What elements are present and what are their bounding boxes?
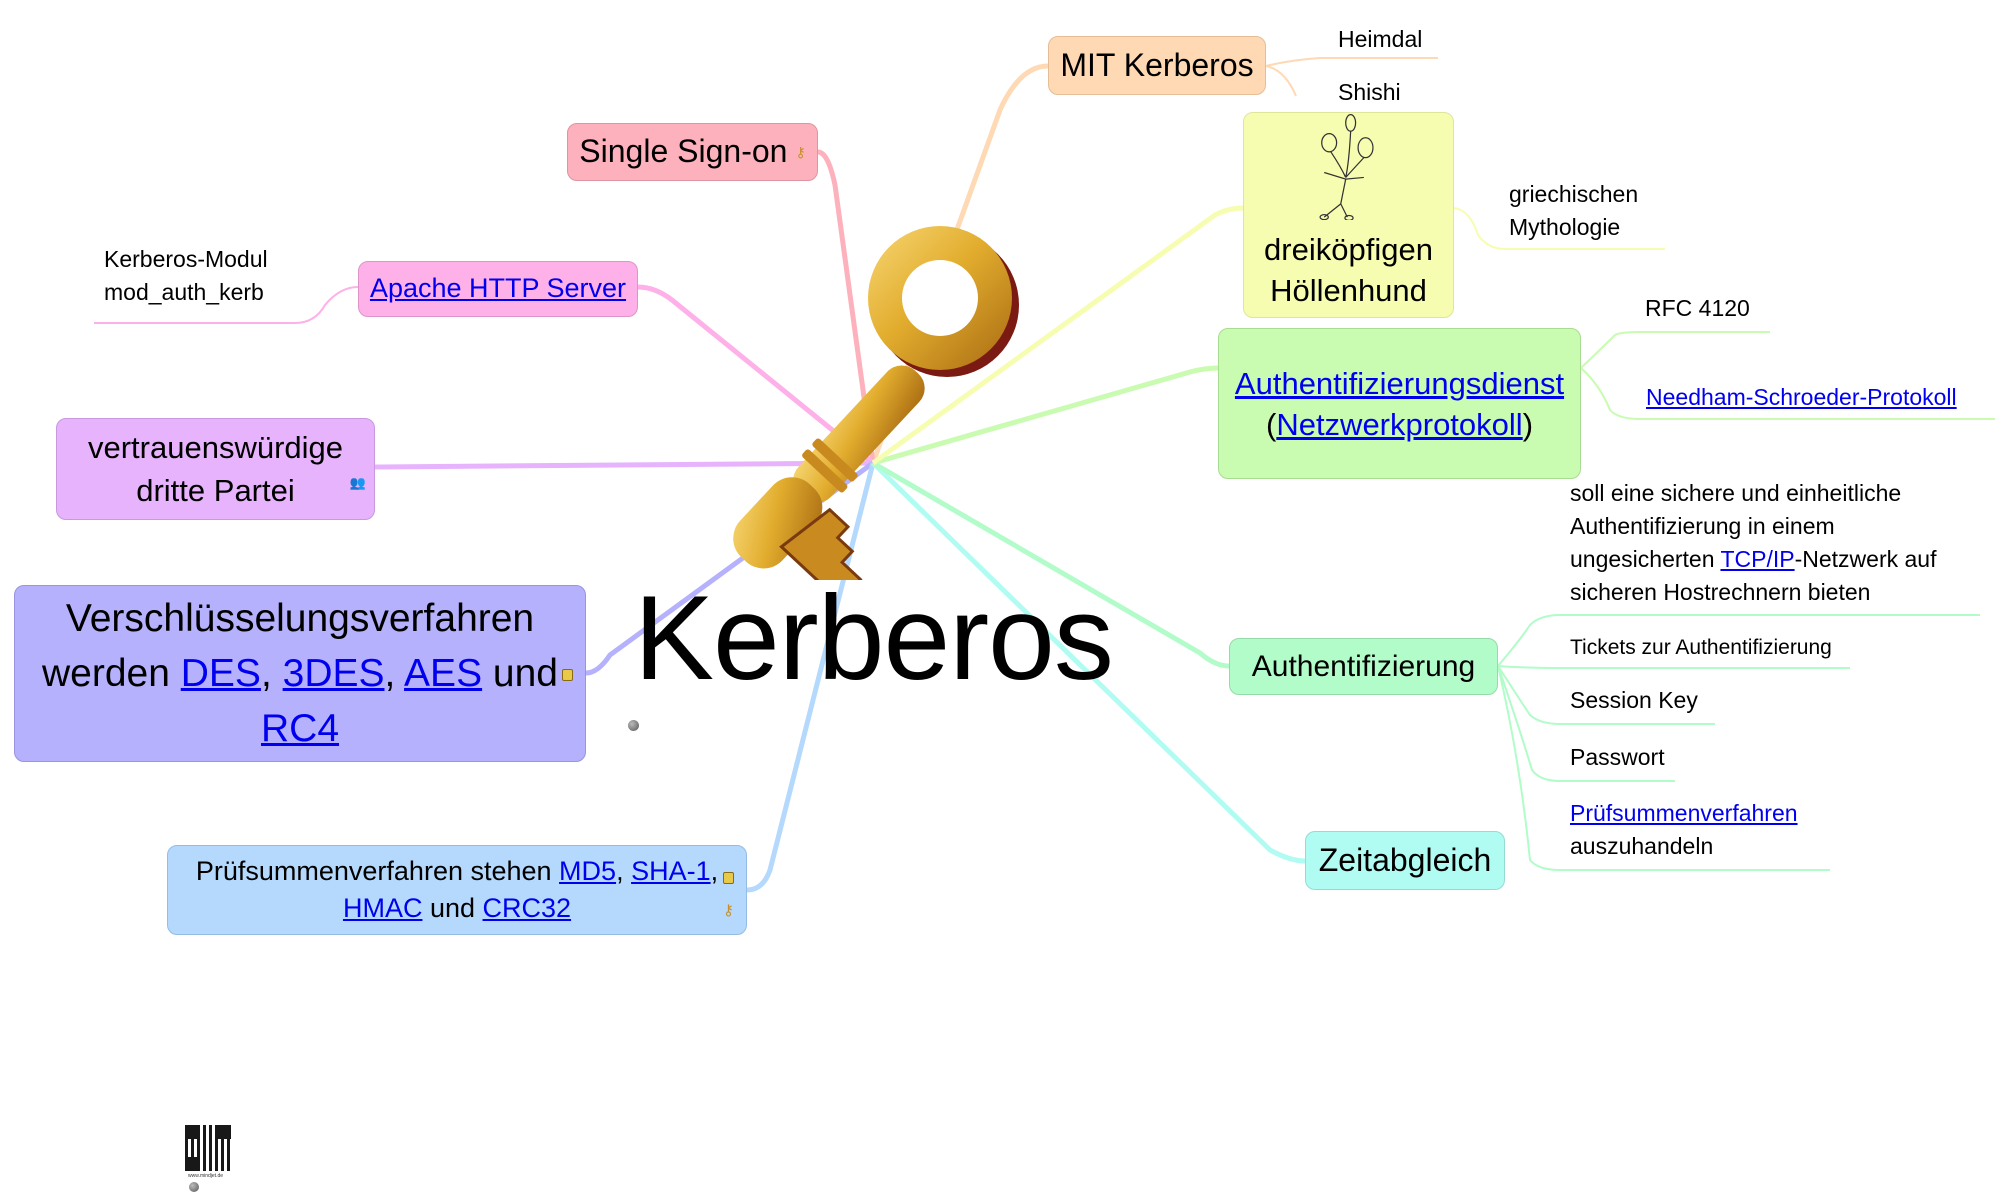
link-3des[interactable]: 3DES — [282, 652, 385, 695]
link-rc4[interactable]: RC4 — [260, 707, 340, 750]
subtopic-griechischen-mythologie[interactable]: griechischen Mythologie — [1509, 181, 1639, 240]
link-authentifizierungsdienst[interactable]: Authentifizierungsdienst — [1234, 365, 1565, 401]
topic-dritte-partei[interactable]: vertrauenswürdige dritte Partei 👥 — [56, 418, 375, 520]
topic-label-line1: dreiköpfigen — [1264, 232, 1433, 268]
subtopic-shishi[interactable]: Shishi — [1338, 79, 1401, 105]
link-tcp-ip[interactable]: TCP/IP — [1720, 546, 1795, 572]
line-dritte-partei — [374, 460, 874, 470]
topic-hoellenhund[interactable]: dreiköpfigen Höllenhund — [1243, 112, 1454, 318]
subtopic-tickets[interactable]: Tickets zur Authentifizierung — [1570, 636, 1832, 659]
topic-label: Single Sign-on — [579, 133, 788, 170]
link-pruefsummenverfahren[interactable]: Prüfsummenverfahren — [1570, 800, 1798, 826]
topic-label-line2: Höllenhund — [1270, 272, 1427, 308]
central-topic-title[interactable]: Kerberos — [634, 571, 1114, 705]
link-aes[interactable]: AES — [404, 652, 483, 695]
line-zeitabgleich — [871, 461, 1306, 864]
line-verschluesselung — [585, 460, 875, 676]
line-authentifizierung — [871, 460, 1230, 669]
subtopic-rfc-4120[interactable]: RFC 4120 — [1645, 295, 1750, 321]
key-image — [733, 226, 1019, 580]
subtopic-passwort[interactable]: Passwort — [1570, 744, 1665, 770]
subtopic-authentifizierung-desc[interactable]: soll eine sichere und einheitliche Authe… — [1570, 480, 1937, 605]
topic-mit-kerberos[interactable]: MIT Kerberos — [1048, 36, 1266, 95]
lock-icon — [562, 669, 573, 681]
globe-icon — [189, 1182, 199, 1192]
key-icon: ⚷ — [723, 902, 734, 919]
link-netzwerkprotokoll[interactable]: Netzwerkprotokoll — [1276, 406, 1523, 442]
subtopic-pruefsummenverfahren[interactable]: Prüfsummenverfahren auszuhandeln — [1570, 797, 1798, 863]
link-sha-1[interactable]: SHA-1 — [631, 856, 711, 886]
topic-pruefsummenverfahren[interactable]: Prüfsummenverfahren stehen MD5, SHA-1, H… — [167, 845, 747, 935]
line-pruefsummen — [746, 462, 876, 893]
link-des[interactable]: DES — [180, 652, 261, 695]
subtopic-session-key[interactable]: Session Key — [1570, 687, 1698, 713]
topic-label: Zeitabgleich — [1318, 841, 1492, 878]
subtopic-kerberos-modul[interactable]: Kerberos-Modul mod_auth_kerb — [104, 246, 268, 305]
topic-single-sign-on[interactable]: Single Sign-on ⚷ — [567, 123, 818, 181]
qr-code — [185, 1125, 231, 1171]
topic-label: MIT Kerberos — [1060, 46, 1254, 83]
link-md5[interactable]: MD5 — [559, 856, 617, 886]
link-crc32[interactable]: CRC32 — [482, 893, 572, 923]
topic-verschluesselungsverfahren[interactable]: Verschlüsselungsverfahren werden DES, 3D… — [14, 585, 586, 762]
subtopic-heimdal[interactable]: Heimdal — [1338, 26, 1423, 52]
line-sso — [817, 149, 876, 464]
line-hoellenhund — [871, 205, 1244, 466]
topic-zeitabgleich[interactable]: Zeitabgleich — [1305, 831, 1505, 890]
lock-icon — [723, 872, 734, 884]
line-authdienst — [872, 365, 1219, 466]
link-apache-http-server[interactable]: Apache HTTP Server — [369, 273, 627, 304]
topic-apache-http-server[interactable]: Apache HTTP Server — [358, 261, 638, 317]
subtopic-needham-schroeder[interactable]: Needham-Schroeder-Protokoll — [1646, 384, 1957, 410]
three-headed-figure-image — [1318, 114, 1374, 221]
link-hmac[interactable]: HMAC — [342, 893, 423, 923]
topic-label: Authentifizierung — [1251, 650, 1476, 683]
key-icon: ⚷ — [795, 143, 806, 160]
users-icon: 👥 — [349, 475, 366, 490]
line-mit-kerberos — [870, 63, 1049, 464]
qr-caption: www.mindjet.de — [188, 1173, 224, 1179]
globe-icon — [628, 720, 639, 731]
topic-authentifizierung[interactable]: Authentifizierung — [1229, 638, 1498, 695]
topic-authentifizierungsdienst[interactable]: Authentifizierungsdienst (Netzwerkprotok… — [1218, 328, 1581, 479]
line-apache — [637, 284, 875, 465]
